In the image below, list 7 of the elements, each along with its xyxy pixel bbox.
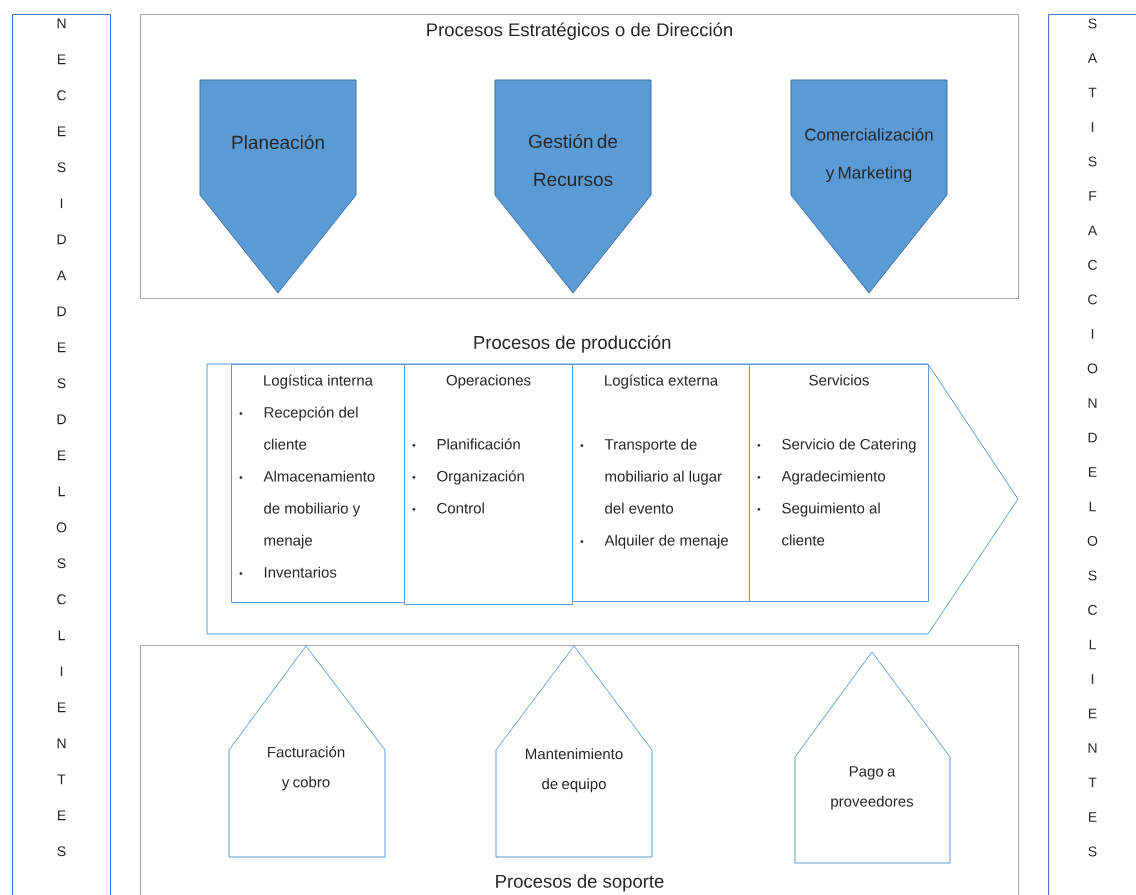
node-label: Procesos de producción [474, 335, 671, 353]
side-band: NECESIDADES DE LOS CLIENTES [12, 14, 111, 895]
process-column: Logística externa Transporte de mobiliario al lugar del evento Alquiler de menaje [572, 364, 750, 602]
side-band: SATISFACCION DE LOS CLIENTES [1048, 14, 1136, 895]
process-column: Logística interna Recepción del cliente Almacenamiento de mobiliario y menaje Inventarios [231, 364, 405, 603]
process-column: Servicios Servicio de Catering Agradecimiento Seguimiento al cliente [749, 364, 929, 602]
process-column: Operaciones Planificación Organización Control [404, 364, 573, 605]
